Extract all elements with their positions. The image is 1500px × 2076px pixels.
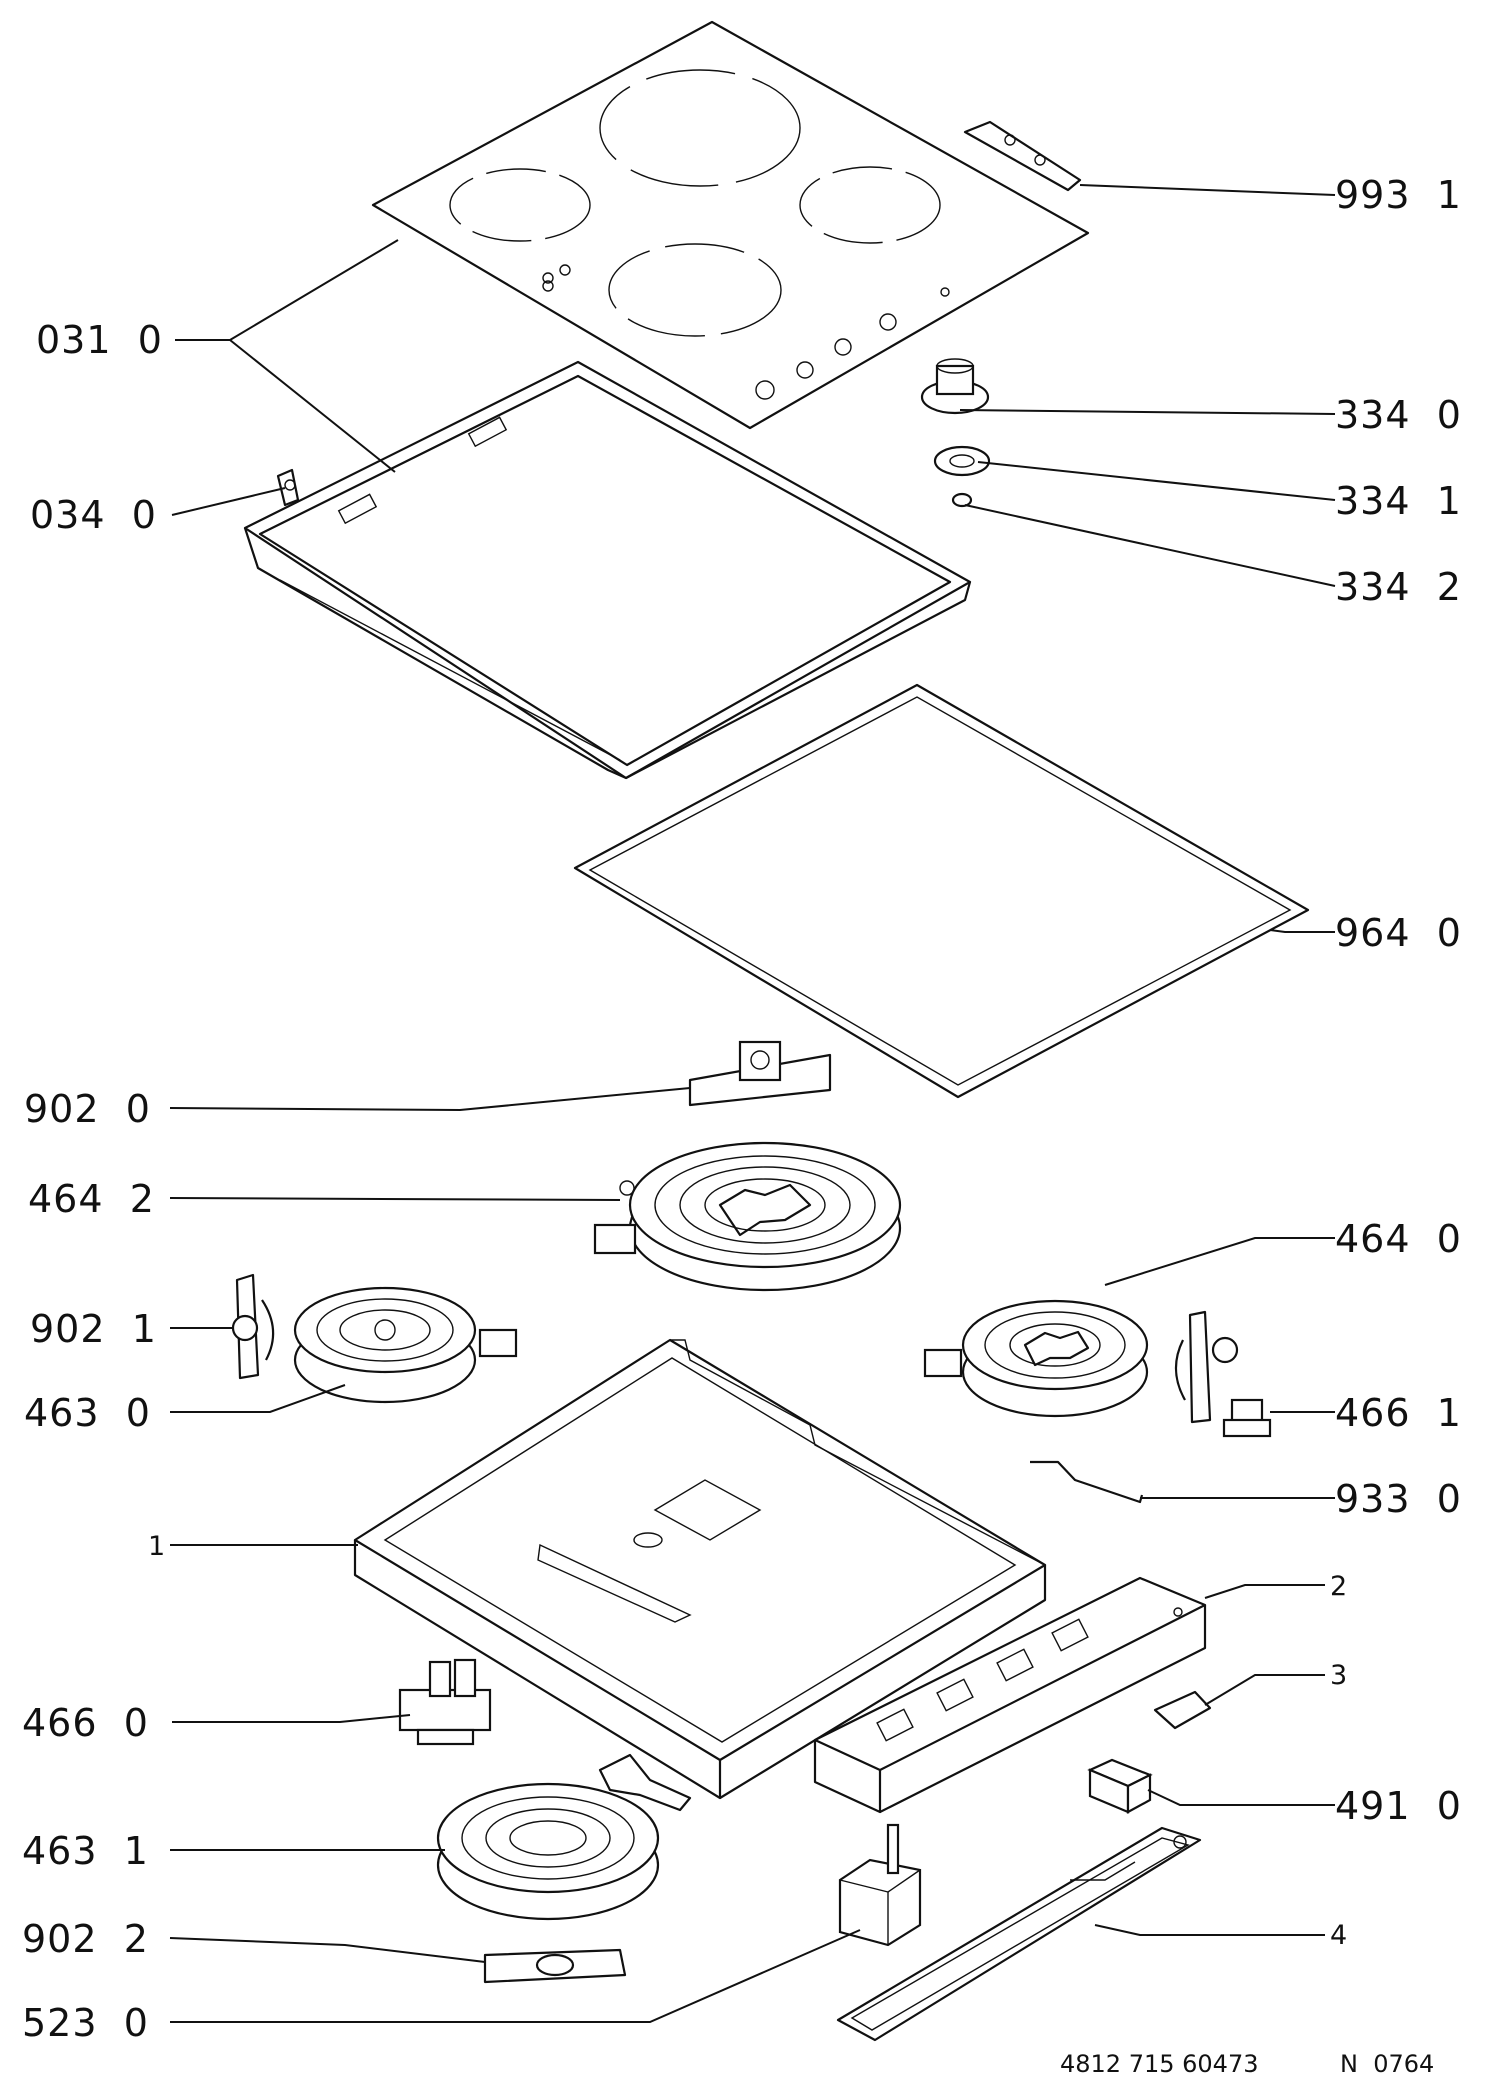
radiant-element-464-0	[923, 1299, 1149, 1418]
label-523-0: 523 0	[22, 2001, 149, 2045]
label-034-0: 034 0	[30, 493, 157, 537]
label-334-0: 334 0	[1335, 393, 1462, 437]
control-panel-bar	[813, 1576, 1207, 1814]
label-993-1: 993 1	[1335, 173, 1462, 217]
radiant-element-464-2	[593, 1141, 902, 1292]
label-466-1: 466 1	[1335, 1391, 1462, 1435]
label-464-0: 464 0	[1335, 1217, 1462, 1261]
label-4: 4	[1330, 1920, 1347, 1951]
control-knob-parts	[920, 358, 991, 508]
label-031-0: 031 0	[36, 318, 163, 362]
label-463-0: 463 0	[24, 1391, 151, 1435]
label-334-1: 334 1	[1335, 479, 1462, 523]
label-466-0: 466 0	[22, 1701, 149, 1745]
label-334-2: 334 2	[1335, 565, 1462, 609]
label-902-0: 902 0	[24, 1087, 151, 1131]
label-902-1: 902 1	[30, 1307, 157, 1351]
part-902-1-bracket	[231, 1273, 275, 1380]
label-463-1: 463 1	[22, 1829, 149, 1873]
label-933-0: 933 0	[1335, 1477, 1462, 1521]
label-491-0: 491 0	[1335, 1784, 1462, 1828]
cooktop-frame	[243, 360, 972, 780]
label-3: 3	[1330, 1660, 1347, 1691]
part-4-cover-strip	[836, 1826, 1202, 2042]
part-3-clip	[1153, 1690, 1212, 1730]
label-902-2: 902 2	[22, 1917, 149, 1961]
part-902-right-bracket	[1174, 1310, 1239, 1424]
part-466-1-terminal	[1222, 1398, 1272, 1438]
label-964-0: 964 0	[1335, 911, 1462, 955]
label-2: 2	[1330, 1571, 1347, 1602]
radiant-element-463-1	[436, 1753, 692, 1921]
seal-gasket	[573, 683, 1310, 1099]
part-902-2-bracket	[483, 1948, 627, 1984]
footer-ref: N 0764	[1340, 2050, 1434, 2076]
part-902-0-bracket	[688, 1040, 832, 1107]
footer-reference: 4812 715 60473 N 0764	[1060, 2050, 1434, 2076]
part-466-0-terminal-block	[398, 1658, 492, 1746]
leader-lines	[169, 184, 1336, 2023]
radiant-element-463-0	[293, 1286, 518, 1404]
part-491-0-connector	[1087, 1758, 1153, 1814]
part-labels: 993 1 031 0 334 0 334 1 334 2 034 0 964 …	[22, 173, 1462, 2045]
part-034-0-clip	[276, 468, 300, 507]
label-1: 1	[148, 1531, 165, 1562]
part-933-0-clip	[1030, 1460, 1144, 1504]
footer-code: 4812 715 60473	[1060, 2050, 1259, 2076]
part-993-1-bracket	[963, 120, 1082, 192]
label-464-2: 464 2	[28, 1177, 155, 1221]
base-tray	[353, 1338, 1047, 1800]
ceramic-glass-top	[371, 20, 1090, 430]
part-523-0-regulator	[838, 1823, 922, 1947]
